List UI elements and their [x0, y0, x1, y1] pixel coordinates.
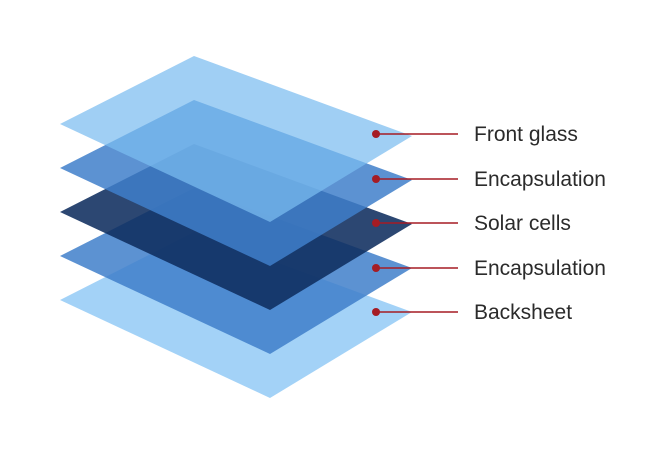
leader-dot: [372, 308, 380, 316]
leader-0: [372, 130, 458, 138]
label-front-glass: Front glass: [474, 123, 578, 146]
leader-2: [372, 219, 458, 227]
leader-dot: [372, 175, 380, 183]
leader-3: [372, 264, 458, 272]
leader-dot: [372, 219, 380, 227]
label-backsheet: Backsheet: [474, 301, 572, 324]
leader-4: [372, 308, 458, 316]
label-encapsulation-lower: Encapsulation: [474, 257, 606, 280]
leader-1: [372, 175, 458, 183]
label-solar-cells: Solar cells: [474, 212, 571, 235]
leader-dot: [372, 130, 380, 138]
front-glass-layer: [60, 56, 412, 222]
leader-dot: [372, 264, 380, 272]
label-encapsulation-upper: Encapsulation: [474, 168, 606, 191]
